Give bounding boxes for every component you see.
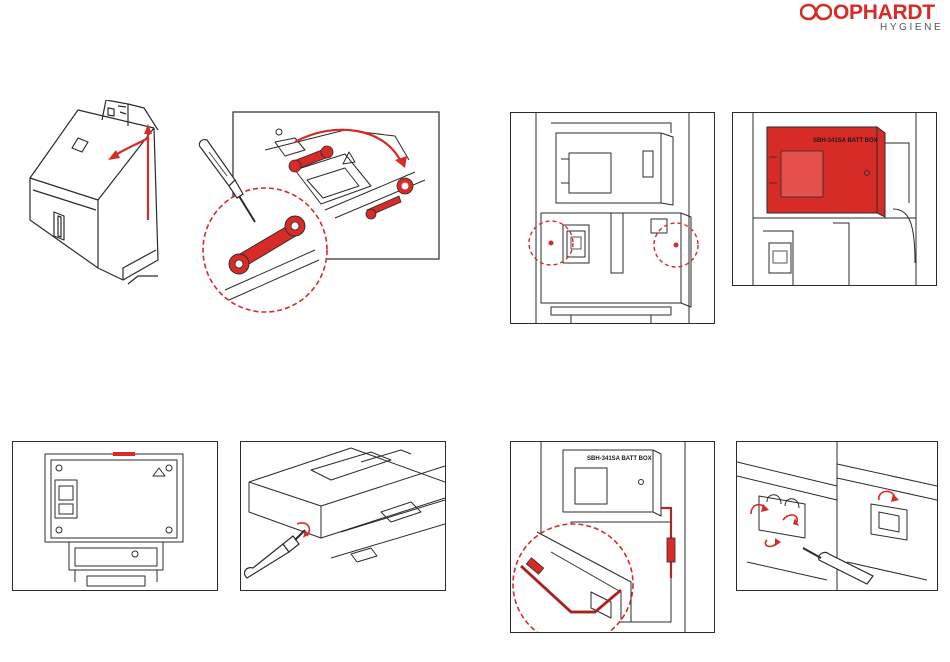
dashed-zoom-circle-icon [513, 524, 633, 632]
opened-unit-panel [510, 112, 715, 324]
bracket-removal-illustration [195, 110, 445, 315]
unit-rear-panel [12, 441, 218, 591]
dispenser-housing-illustration [28, 100, 168, 290]
batt-box-label-2: SBH-341SA BATT BOX [587, 456, 652, 462]
clip-removal-panel [736, 441, 938, 591]
cable-routing-panel: SBH-341SA BATT BOX [510, 441, 715, 633]
batt-box-label: SBH-341SA BATT BOX [813, 138, 878, 144]
battery-box-highlight-panel: SBH-341SA BATT BOX [732, 112, 937, 286]
ophardt-logo-icon [800, 3, 832, 21]
brand-subtitle: HYGIENE [880, 22, 943, 33]
screwdriver-slot-panel [240, 441, 446, 591]
screwdriver-icon [245, 530, 305, 578]
brand-logo: OPHARDT HYGIENE [800, 0, 945, 40]
